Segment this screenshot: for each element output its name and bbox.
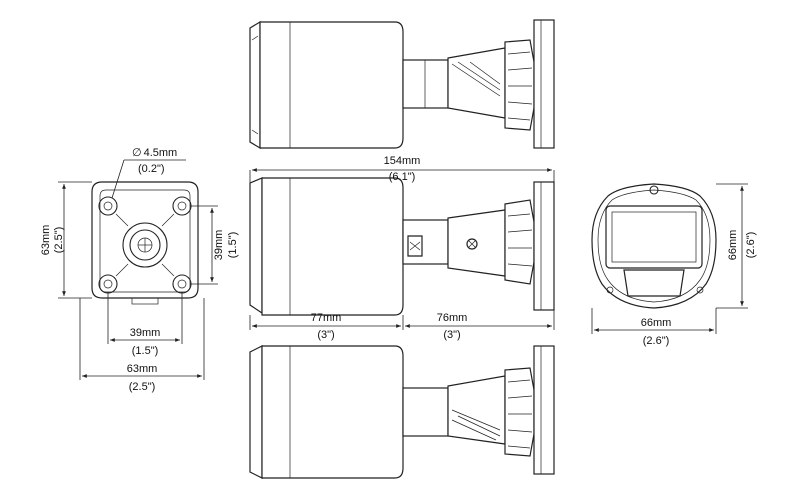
hole-diameter-imperial: (0.2") (138, 163, 165, 175)
front-view: ∅4.5mm (0.2") 63mm (2.5") 39mm (1.5") 39… (40, 147, 239, 393)
hole-diameter-metric: ∅4.5mm (132, 147, 177, 159)
rear-width-metric: 66mm (641, 317, 672, 329)
housing-length-imperial: (3") (317, 329, 334, 341)
hole-spacing-v-imperial: (1.5") (227, 232, 239, 259)
total-length-metric: 154mm (384, 155, 421, 167)
front-height-imperial: (2.5") (53, 227, 65, 254)
side-view: 154mm (6.1") 77mm (3") 76mm (3") (249, 155, 555, 341)
total-length-imperial: (6.1") (389, 171, 416, 183)
front-width-metric: 63mm (127, 363, 158, 375)
rear-height-imperial: (2.6") (745, 232, 757, 259)
rear-view: 66mm (2.6") 66mm (2.6") (591, 183, 757, 347)
rear-height-metric: 66mm (727, 230, 739, 261)
front-width-imperial: (2.5") (129, 381, 156, 393)
bracket-length-metric: 76mm (437, 312, 468, 324)
hole-spacing-h-metric: 39mm (130, 327, 161, 339)
hole-spacing-v-metric: 39mm (213, 230, 225, 261)
rear-width-imperial: (2.6") (643, 335, 670, 347)
top-view (249, 19, 555, 150)
diameter-symbol: ∅ (132, 147, 142, 159)
housing-length-metric: 77mm (311, 312, 342, 324)
front-height-metric: 63mm (40, 225, 52, 256)
bottom-view (249, 345, 555, 479)
hole-spacing-h-imperial: (1.5") (132, 345, 159, 357)
bracket-length-imperial: (3") (443, 329, 460, 341)
